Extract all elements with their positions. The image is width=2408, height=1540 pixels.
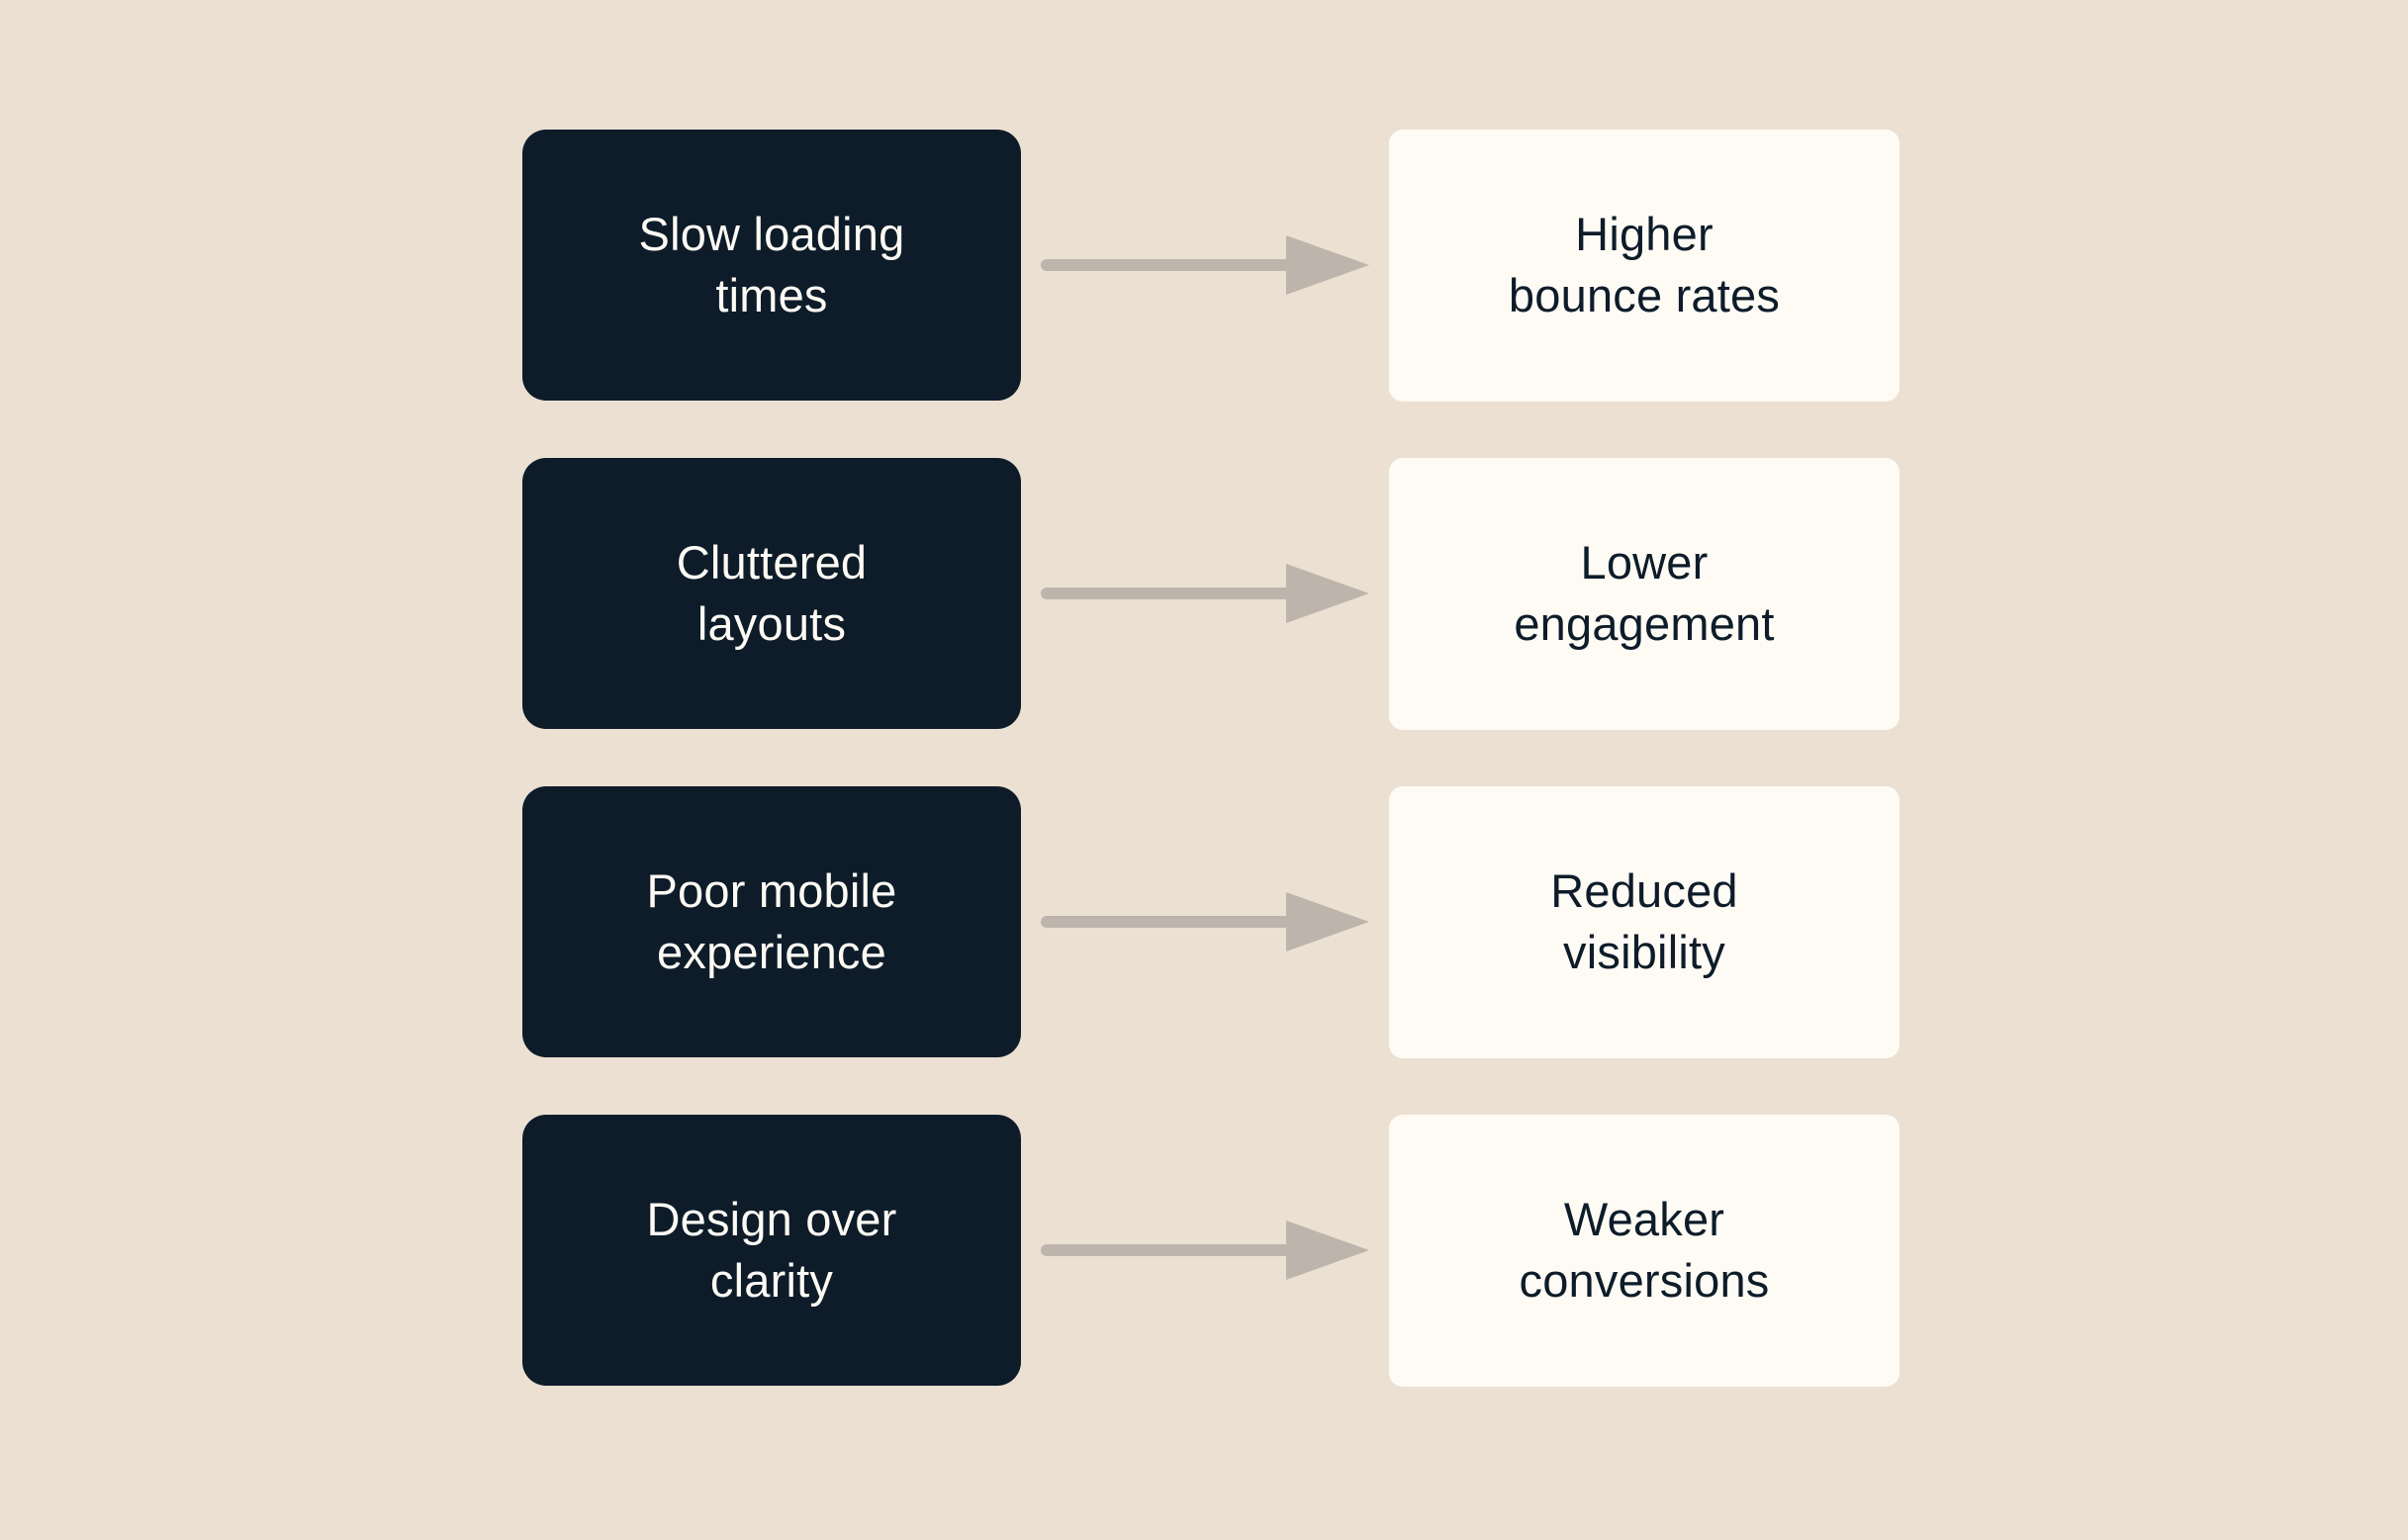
diagram-rows: Slow loading times Higher bounce rates C… — [522, 129, 1899, 1387]
diagram-row: Slow loading times Higher bounce rates — [522, 129, 1899, 402]
arrow-right-icon — [1041, 564, 1369, 623]
cause-box[interactable]: Cluttered layouts — [522, 458, 1021, 729]
effect-box[interactable]: Higher bounce rates — [1389, 129, 1899, 402]
effect-box[interactable]: Weaker conversions — [1389, 1114, 1899, 1387]
cause-label: Cluttered layouts — [676, 535, 868, 650]
connector — [1021, 1115, 1389, 1386]
connector — [1021, 458, 1389, 729]
cause-box[interactable]: Design over clarity — [522, 1115, 1021, 1386]
connector — [1021, 786, 1389, 1057]
cause-label: Design over clarity — [646, 1192, 897, 1307]
cause-label: Slow loading times — [638, 207, 905, 321]
diagram-row: Design over clarity Weaker conversions — [522, 1114, 1899, 1387]
cause-box[interactable]: Slow loading times — [522, 130, 1021, 401]
effect-box[interactable]: Reduced visibility — [1389, 785, 1899, 1058]
cause-box[interactable]: Poor mobile experience — [522, 786, 1021, 1057]
effect-label: Weaker conversions — [1519, 1192, 1770, 1307]
connector — [1021, 130, 1389, 401]
arrow-right-icon — [1041, 892, 1369, 951]
diagram-row: Cluttered layouts Lower engagement — [522, 457, 1899, 730]
arrow-right-icon — [1041, 235, 1369, 295]
effect-label: Higher bounce rates — [1508, 207, 1781, 321]
diagram-row: Poor mobile experience Reduced visibilit… — [522, 785, 1899, 1058]
effect-label: Reduced visibility — [1550, 863, 1738, 978]
cause-label: Poor mobile experience — [646, 863, 897, 978]
effect-box[interactable]: Lower engagement — [1389, 457, 1899, 730]
arrow-right-icon — [1041, 1221, 1369, 1280]
effect-label: Lower engagement — [1514, 535, 1775, 650]
